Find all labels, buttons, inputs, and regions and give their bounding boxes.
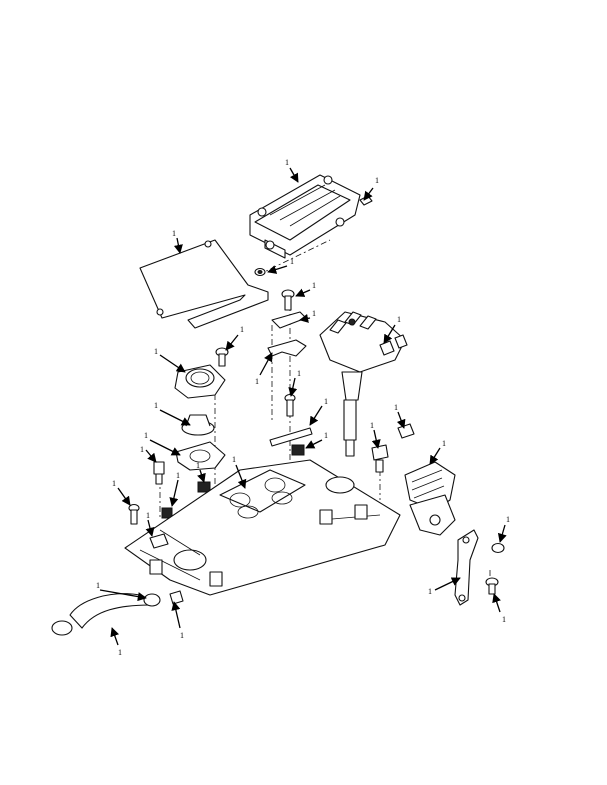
- callout-label: 1: [370, 421, 374, 430]
- hose-fitting: [169, 590, 184, 605]
- callout-label: 1: [112, 479, 116, 488]
- callout-label: 1: [154, 347, 158, 356]
- small-bracket-bar: [269, 427, 313, 447]
- intake-manifold: [124, 459, 401, 596]
- callout-label: 1: [176, 471, 180, 480]
- callout-label: 1: [442, 439, 446, 448]
- bolt-upper-center: [281, 289, 295, 311]
- callout-label: 1: [394, 403, 398, 412]
- callout-label: 1: [375, 176, 379, 185]
- bolt-right-lower: [485, 577, 499, 595]
- callout-label: 1: [196, 461, 200, 470]
- callout-label: 1: [312, 309, 316, 318]
- pipe-plug-center: [291, 444, 305, 456]
- support-arm-bracket: [454, 529, 479, 606]
- nut-right-upper: [491, 542, 505, 554]
- callout-label: 1: [324, 397, 328, 406]
- callout-label: 1: [232, 455, 236, 464]
- callout-label: 1: [312, 281, 316, 290]
- leader-lines: [99, 167, 507, 646]
- callout-label: 1: [506, 515, 510, 524]
- coolant-sensor: [371, 444, 389, 473]
- coolant-hose: [69, 593, 151, 629]
- callout-label: 1: [290, 257, 294, 266]
- callout-labels: 1 1 1 1 1 1 1 1 1 1 1 1 1 1 1 1 1 1 1 1 …: [96, 158, 510, 657]
- thermostat: [181, 414, 215, 436]
- ignition-coil-module: [249, 174, 361, 259]
- knock-sensor-small: [397, 423, 415, 439]
- callout-label: 1: [96, 581, 100, 590]
- hose-clamp-right: [143, 593, 161, 607]
- thermostat-gasket: [175, 441, 226, 471]
- distributor-assembly: [319, 311, 408, 457]
- distributor-clamp-lower: [267, 339, 307, 357]
- mounting-bracket-plate: [139, 239, 269, 329]
- bolt-left-housing: [215, 347, 229, 367]
- bolt-lower-left: [128, 503, 140, 525]
- pipe-plug-left: [197, 481, 211, 493]
- callout-label: 1: [146, 511, 150, 520]
- nut-small: [254, 267, 266, 277]
- callout-label: 1: [502, 615, 506, 624]
- callout-label: 1: [172, 229, 176, 238]
- hose-clamp-left: [51, 620, 73, 636]
- callout-label: 1: [118, 648, 122, 657]
- callout-label: 1: [397, 315, 401, 324]
- callout-label: 1: [297, 369, 301, 378]
- callout-label: 1: [285, 158, 289, 167]
- callout-label: 1: [144, 431, 148, 440]
- thermostat-housing: [174, 364, 226, 399]
- callout-label: 1: [324, 431, 328, 440]
- callout-label: 1: [154, 401, 158, 410]
- callout-label: 1: [255, 377, 259, 386]
- bolt-center-mid: [284, 393, 296, 417]
- control-module-right: [404, 461, 456, 536]
- temperature-sensor: [153, 461, 165, 485]
- callout-label: 1: [428, 587, 432, 596]
- callout-label: 1: [140, 445, 144, 454]
- fitting-lower-left: [149, 533, 169, 549]
- callout-label: 1: [180, 631, 184, 640]
- callout-label: 1: [240, 325, 244, 334]
